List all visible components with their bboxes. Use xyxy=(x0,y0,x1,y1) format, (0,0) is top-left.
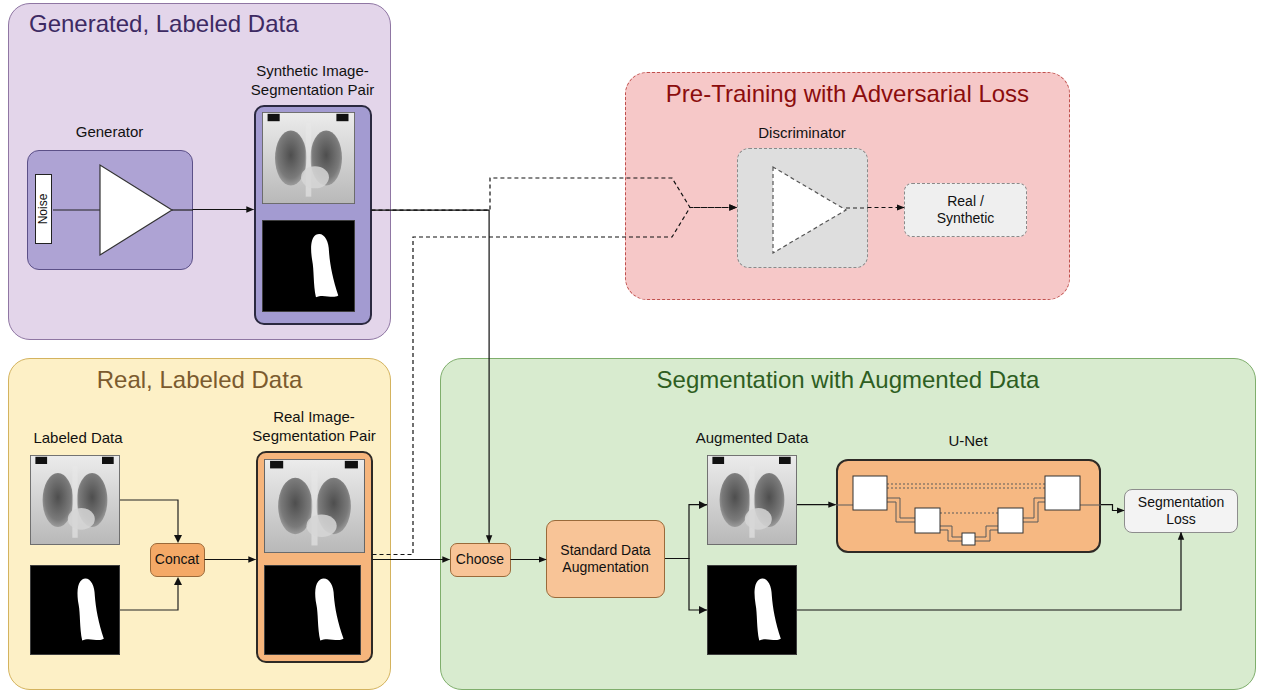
process-box: Concat xyxy=(150,543,205,577)
connector-arrow xyxy=(193,209,254,210)
connector-arrow xyxy=(868,207,905,208)
arrow-head xyxy=(699,606,707,614)
box-heading: Generator xyxy=(35,122,185,141)
arrow-head xyxy=(174,535,182,543)
noise-box: Noise xyxy=(35,174,52,244)
signal-line xyxy=(172,209,193,210)
box-heading: Discriminator xyxy=(727,123,877,142)
panel-title: Segmentation with Augmented Data xyxy=(441,359,1255,394)
box-label: Real / Synthetic xyxy=(919,193,1012,227)
box-label: Standard Data Augmentation xyxy=(553,542,658,576)
group-panel: Segmentation with Augmented DataChoose St… xyxy=(440,358,1256,690)
mask-image xyxy=(264,565,361,655)
panel-title: Real, Labeled Data xyxy=(9,359,390,394)
connector-arrow xyxy=(372,178,737,210)
signal-line xyxy=(53,209,100,210)
mask-image xyxy=(30,565,120,655)
arrow-head xyxy=(699,501,707,509)
box-label: Concat xyxy=(155,551,199,568)
connector-arrow xyxy=(205,559,256,560)
connector-arrow xyxy=(373,559,450,560)
connector-arrow xyxy=(511,559,547,560)
mask-image xyxy=(262,220,355,312)
image-caption: Labeled Data xyxy=(0,428,158,447)
box-heading: Real Image- Segmentation Pair xyxy=(239,407,389,445)
signal-line xyxy=(846,207,868,208)
loss-box: Segmentation Loss xyxy=(1124,489,1238,533)
connector-arrow xyxy=(1101,505,1125,511)
generator-triangle xyxy=(100,165,172,255)
feed-line xyxy=(120,500,178,537)
process-box: Standard Data Augmentation xyxy=(546,520,665,598)
panel-title: Pre-Training with Adversarial Loss xyxy=(626,73,1069,108)
group-panel: Pre-Training with Adversarial LossDiscri… xyxy=(625,72,1070,300)
box-label: Noise xyxy=(37,194,51,225)
feed-line xyxy=(120,583,178,610)
label-slot: Labeled Data xyxy=(0,428,158,447)
xray-image xyxy=(262,112,355,204)
connector-arrow xyxy=(372,210,490,542)
image-caption: Augmented Data xyxy=(672,428,832,447)
mask-image xyxy=(707,565,797,655)
xray-image xyxy=(264,459,365,553)
box-heading: Synthetic Image- Segmentation Pair xyxy=(238,61,388,99)
output-box: Real / Synthetic xyxy=(904,183,1027,237)
connector-arrow xyxy=(373,208,737,555)
process-box: Choose xyxy=(450,543,511,577)
box-label: Segmentation Loss xyxy=(1130,494,1232,528)
discriminator-triangle xyxy=(773,167,846,253)
arrow-head xyxy=(174,577,182,585)
label-slot: Augmented Data xyxy=(672,428,832,447)
xray-image xyxy=(707,455,797,545)
unet-sketch xyxy=(836,476,1101,545)
panel-title: Generated, Labeled Data xyxy=(9,4,390,38)
box-label: Choose xyxy=(456,551,504,568)
xray-image xyxy=(30,455,120,545)
box-heading: U-Net xyxy=(893,431,1043,450)
